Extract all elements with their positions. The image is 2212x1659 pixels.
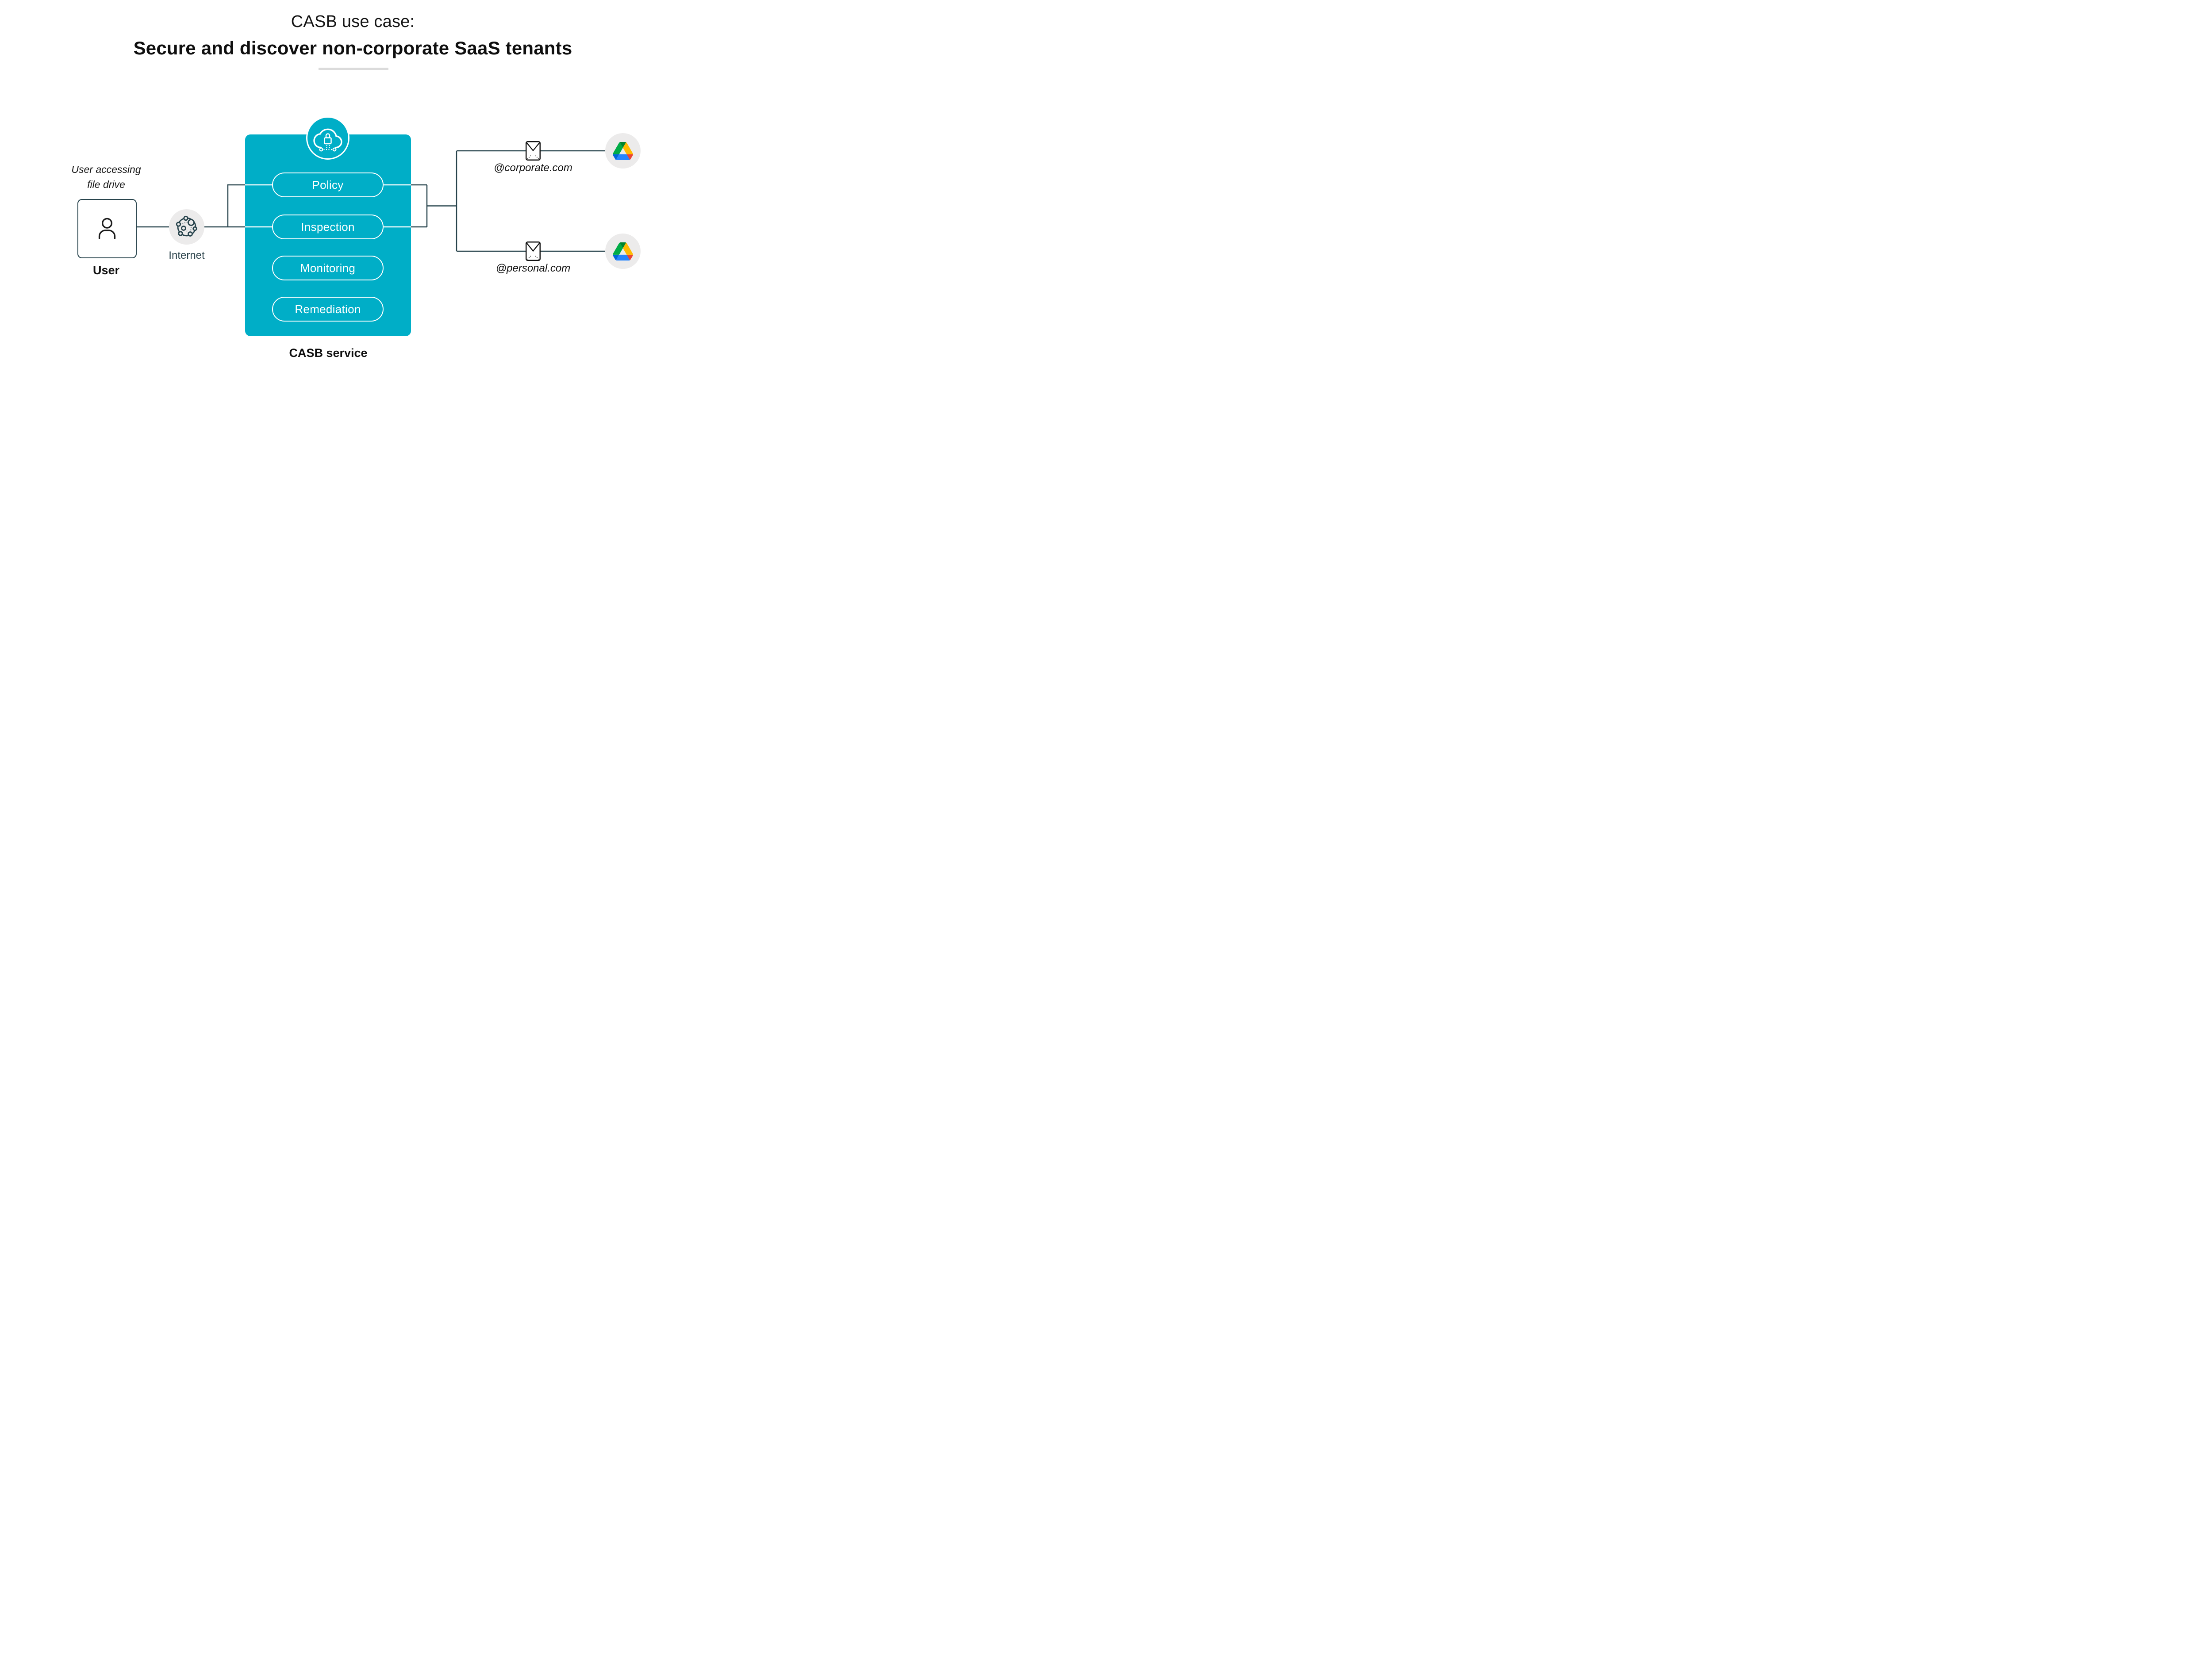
cloud-lock-icon — [313, 128, 342, 152]
page-title-line2: Secure and discover non-corporate SaaS t… — [133, 37, 572, 58]
tenant-email-personal: @personal.com — [495, 262, 571, 274]
user-caption-line1: User accessing — [71, 164, 141, 175]
page-title-line1: CASB use case: — [291, 12, 415, 31]
title-block: CASB use case: Secure and discover non-c… — [11, 11, 684, 60]
line-branch-to-policy — [227, 184, 245, 227]
internet-badge — [169, 209, 204, 245]
drive-badge-corporate — [605, 133, 641, 169]
user-caption: User accessing file drive — [51, 162, 161, 192]
casb-pill-inspection: Inspection — [272, 215, 384, 239]
envelope-icon-personal — [526, 241, 541, 261]
internet-label: Internet — [169, 249, 205, 261]
casb-service-label: CASB service — [289, 346, 368, 360]
title-divider — [319, 68, 388, 70]
person-icon — [98, 218, 116, 239]
casb-pill-monitoring: Monitoring — [272, 256, 384, 280]
diagram-canvas: CASB use case: Secure and discover non-c… — [0, 0, 684, 385]
google-drive-icon — [613, 142, 633, 160]
user-box — [77, 199, 137, 258]
network-globe-icon — [176, 215, 197, 237]
casb-pill-remediation: Remediation — [272, 297, 384, 322]
google-drive-icon — [613, 242, 633, 261]
user-label: User — [92, 264, 120, 277]
envelope-icon-corporate — [526, 141, 541, 161]
user-caption-line2: file drive — [87, 179, 125, 190]
casb-service-box: Policy Inspection Monitoring Remediation — [245, 134, 411, 336]
drive-badge-personal — [605, 234, 641, 269]
cloud-lock-badge — [306, 116, 349, 160]
tenant-email-corporate: @corporate.com — [494, 162, 572, 174]
casb-pill-policy: Policy — [272, 172, 384, 197]
